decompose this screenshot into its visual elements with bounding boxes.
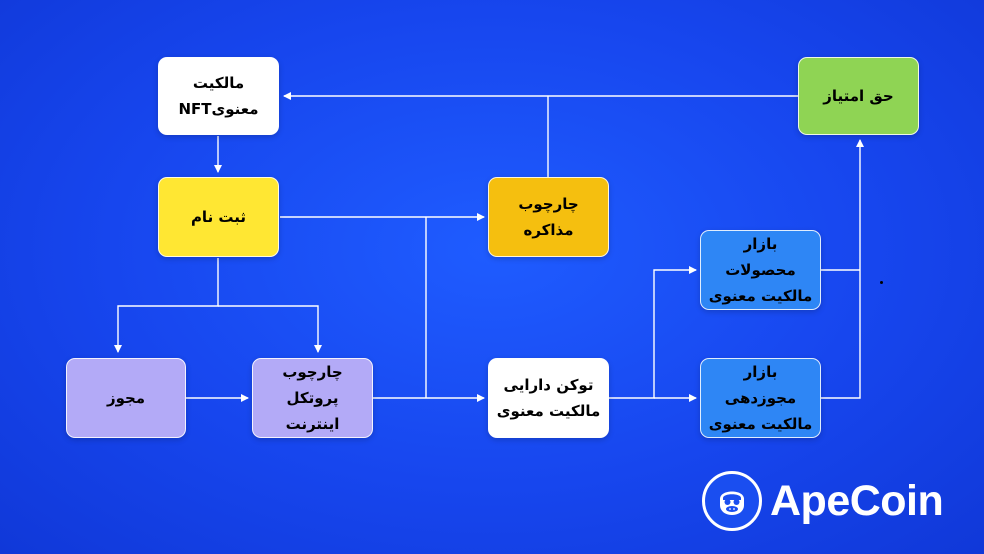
node-ip-licensing-market: بازار مجوزدهی مالکیت معنوی xyxy=(700,358,821,438)
logo-wordmark: ApeCoin xyxy=(770,476,944,525)
node-ip-asset-token: توکن دارایی مالکیت معنوی xyxy=(488,358,609,438)
edge-licensing-market-to-royalty xyxy=(821,139,864,399)
node-nft-ip: مالکیت معنویNFT xyxy=(158,57,279,135)
node-license: مجوز xyxy=(66,358,186,438)
apecoin-logo: ApeCoin xyxy=(702,468,962,534)
node-ip-product-market: بازار محصولات مالکیت معنوی xyxy=(700,230,821,310)
node-registration: ثبت نام xyxy=(158,177,279,257)
node-royalty: حق امتیاز xyxy=(798,57,919,135)
node-negotiation-framework: چارچوب مذاکره xyxy=(488,177,609,257)
ape-skull-icon xyxy=(702,471,762,531)
edge-registration-to-protocol xyxy=(218,305,322,353)
edge-token-to-product-market xyxy=(609,266,697,399)
edge-registration-split xyxy=(114,258,219,353)
node-protocol-framework: چارچوب پروتکل اینترنت xyxy=(252,358,373,438)
stray-dot xyxy=(880,281,883,284)
